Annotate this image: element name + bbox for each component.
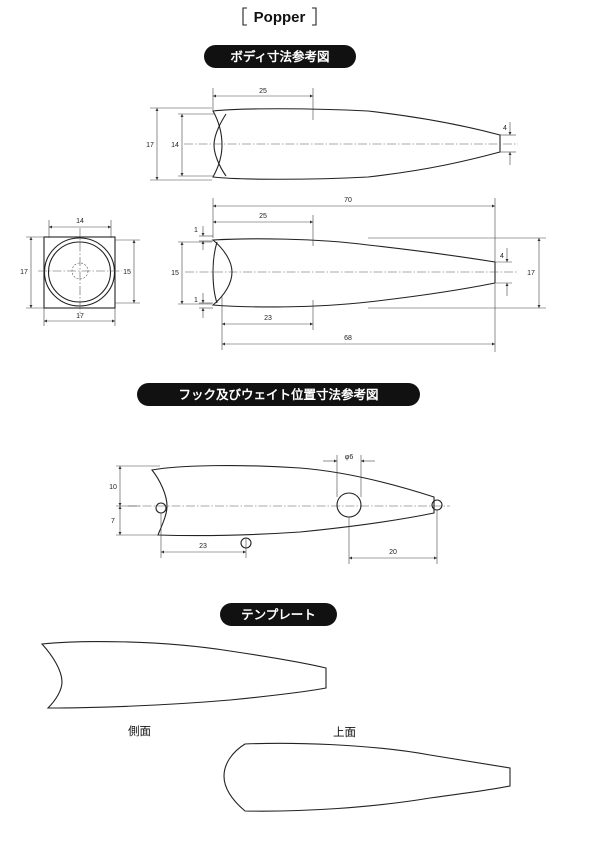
section-pill-template: テンプレート: [220, 603, 337, 626]
dim-label: 15: [171, 270, 179, 277]
dim-label: 4: [503, 125, 507, 132]
dim-label: 4: [500, 253, 504, 260]
dim-label: 25: [259, 88, 267, 95]
dim-label: 17: [20, 269, 28, 276]
page-title: Popper: [254, 9, 306, 26]
dim-label: 15: [123, 269, 131, 276]
top-view-drawing: 25 17 14 4: [146, 88, 518, 181]
top-view-inner-line: [213, 113, 227, 177]
left-bracket: [242, 7, 247, 26]
top-view-outline: [212, 108, 501, 180]
side-view-outline: [211, 238, 496, 308]
hook-view-outline: [150, 464, 435, 537]
side-view-mouth: [212, 241, 218, 304]
dim-label: 17: [76, 313, 84, 320]
section-title-body-dims: ボディ寸法参考図: [230, 49, 329, 64]
section-pill-body-dims: ボディ寸法参考図: [204, 45, 356, 68]
dim-label: 25: [259, 213, 267, 220]
page-header: Popper: [242, 7, 317, 26]
dim-label: 23: [264, 315, 272, 322]
dim-label: 10: [109, 484, 117, 491]
dim-label: 14: [171, 142, 179, 149]
pill-background: [137, 383, 420, 406]
dim-label: φ6: [345, 454, 354, 461]
section-title-hook-dims: フック及びウェイト位置寸法参考図: [178, 387, 378, 402]
template-side-outline: [40, 641, 327, 709]
end-view-outer-circle: [43, 237, 116, 307]
section-pill-hook-dims: フック及びウェイト位置寸法参考図: [137, 383, 420, 406]
side-view-drawing: 70 25 1 15 1 4 17 23: [171, 197, 546, 352]
weight-hole: [336, 492, 362, 518]
hook-weight-drawing: φ6 10 7 23 20: [109, 454, 450, 564]
dim-label: 1: [194, 227, 198, 234]
dim-label: 23: [199, 543, 207, 550]
section-title-template: テンプレート: [241, 607, 316, 622]
template-drawings: 側面 上面: [40, 641, 511, 812]
dim-label: 70: [344, 197, 352, 204]
pill-background: [204, 45, 356, 68]
dim-label: 68: [344, 335, 352, 342]
front-hook-eye: [155, 502, 167, 514]
end-view-drawing: 14 17 15 17: [20, 218, 140, 326]
dim-label: 17: [527, 270, 535, 277]
dim-label: 20: [389, 549, 397, 556]
dim-label: 7: [111, 518, 115, 525]
template-top-outline: [223, 742, 511, 812]
template-top-label: 上面: [333, 725, 356, 739]
dim-label: 14: [76, 218, 84, 225]
dim-label: 1: [194, 297, 198, 304]
right-bracket: [312, 7, 317, 26]
dim-label: 17: [146, 142, 154, 149]
template-side-label: 側面: [128, 724, 151, 738]
pill-background: [220, 603, 337, 626]
